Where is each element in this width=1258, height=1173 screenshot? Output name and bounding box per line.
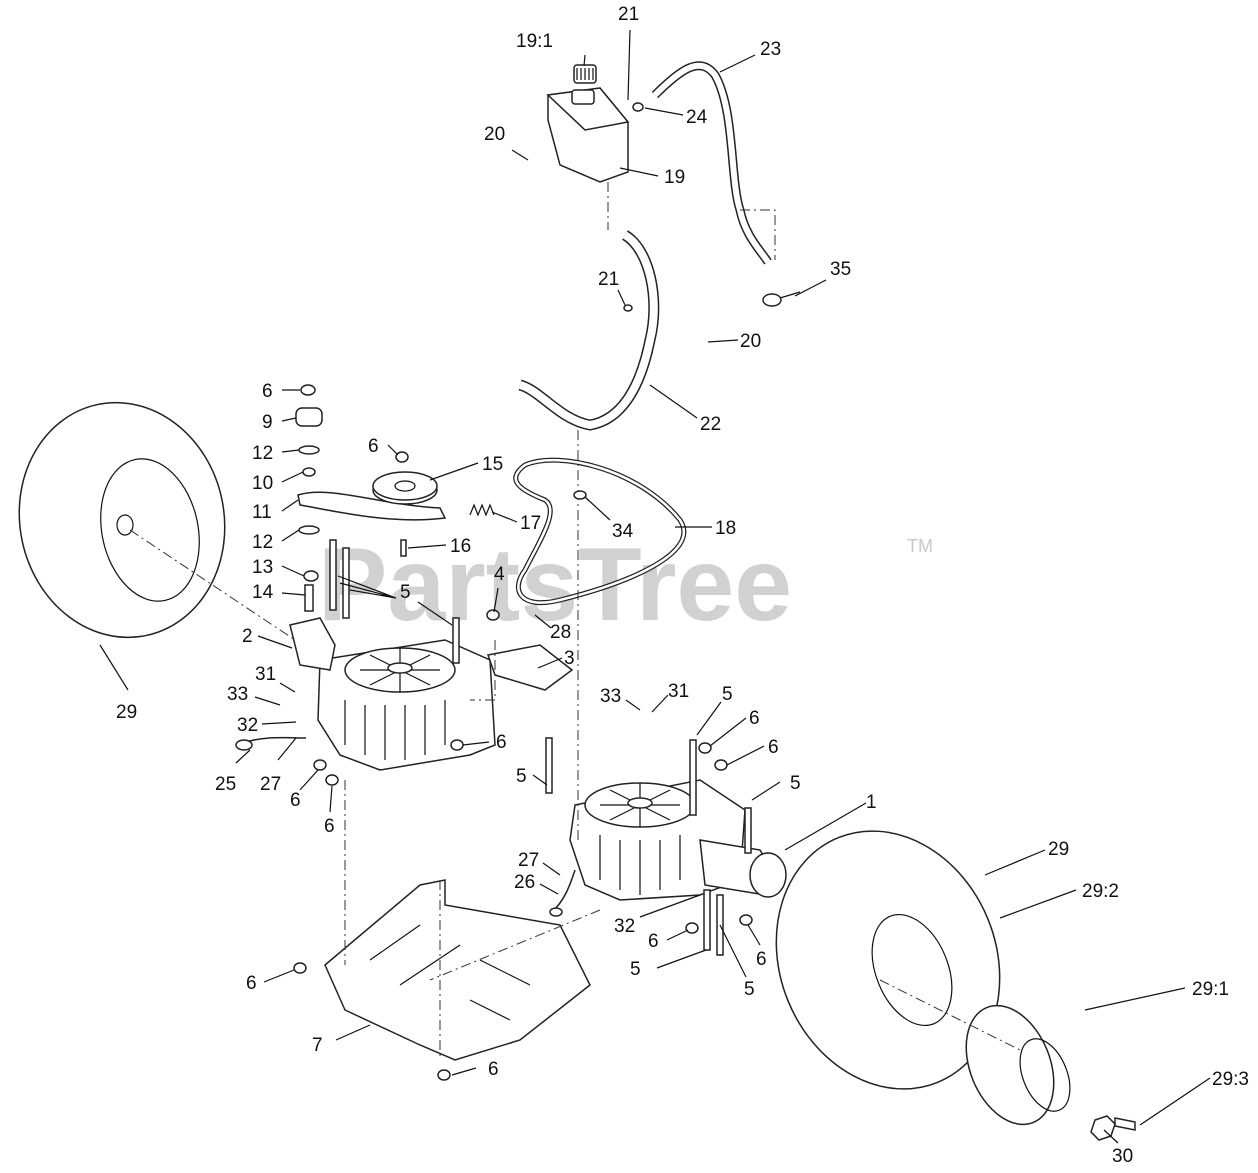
callout-19-1: 19:1: [516, 31, 553, 52]
callout-6: 6: [768, 737, 779, 758]
callout-19: 19: [664, 167, 685, 188]
callout-6: 6: [246, 973, 257, 994]
callout-14: 14: [252, 582, 274, 603]
callout-24: 24: [686, 107, 708, 128]
callout-33: 33: [227, 684, 248, 705]
callout-10: 10: [252, 473, 273, 494]
callout-16: 16: [450, 536, 471, 557]
callout-20-lower: 20: [740, 331, 761, 352]
callout-17: 17: [520, 513, 541, 534]
axle-hub-left[interactable]: [289, 617, 336, 671]
watermark-tm: TM: [907, 536, 933, 556]
callout-6: 6: [368, 436, 379, 457]
wheel-right-rim[interactable]: [950, 993, 1080, 1138]
callout-11: 11: [252, 502, 272, 523]
callout-2: 2: [242, 626, 253, 647]
callout-27: 27: [260, 774, 281, 795]
callout-6: 6: [648, 931, 659, 952]
reservoir-cap[interactable]: [573, 64, 597, 84]
valve-stem[interactable]: [1114, 1117, 1136, 1131]
nuts[interactable]: [293, 102, 753, 1081]
callout-21: 21: [618, 4, 639, 25]
callout-29-1: 29:1: [1192, 979, 1229, 1000]
callout-18: 18: [715, 518, 736, 539]
hose-clip-35[interactable]: [762, 291, 801, 307]
callout-6: 6: [756, 949, 767, 970]
callouts: 19:1 21 23 24 20 19 35 21 20 22 6 9 12 6…: [116, 4, 1249, 1167]
callout-4: 4: [494, 564, 505, 585]
axle-hub-right[interactable]: [749, 852, 787, 898]
callout-13: 13: [252, 557, 273, 578]
callout-5: 5: [400, 582, 411, 603]
rods[interactable]: [235, 736, 576, 917]
leader-lines: [99, 29, 1211, 1144]
callout-1: 1: [866, 792, 877, 813]
callout-6: 6: [749, 708, 760, 729]
callout-7: 7: [312, 1035, 323, 1056]
callout-6: 6: [262, 381, 273, 402]
callout-29: 29: [116, 702, 137, 723]
transmission-left[interactable]: [317, 639, 496, 771]
callout-30: 30: [1112, 1146, 1133, 1167]
callout-21-lower: 21: [598, 269, 619, 290]
callout-15: 15: [482, 454, 503, 475]
callout-31: 31: [255, 664, 276, 685]
callout-20: 20: [484, 124, 505, 145]
callout-12: 12: [252, 532, 273, 553]
idler-arm[interactable]: [297, 491, 447, 521]
callout-6: 6: [488, 1059, 499, 1080]
callout-6: 6: [496, 732, 507, 753]
watermark-text: PartsTree: [318, 527, 792, 643]
callout-33: 33: [600, 686, 621, 707]
callout-29-3: 29:3: [1212, 1069, 1249, 1090]
callout-32: 32: [614, 916, 635, 937]
callout-9: 9: [262, 412, 273, 433]
callout-31: 31: [668, 681, 689, 702]
callout-32: 32: [237, 715, 258, 736]
callout-12: 12: [252, 443, 273, 464]
callout-5: 5: [722, 684, 733, 705]
callout-5: 5: [744, 979, 755, 1000]
wheel-left[interactable]: [0, 383, 246, 656]
wheel-right-tire[interactable]: [738, 797, 1037, 1123]
callout-35: 35: [830, 259, 851, 280]
callout-26: 26: [514, 872, 535, 893]
skid-plate[interactable]: [324, 879, 591, 1061]
callout-23: 23: [760, 39, 781, 60]
callout-5: 5: [630, 959, 641, 980]
callout-34: 34: [612, 521, 634, 542]
callout-25: 25: [215, 774, 236, 795]
callout-29: 29: [1048, 839, 1069, 860]
callout-6: 6: [290, 790, 301, 811]
callout-5: 5: [790, 773, 801, 794]
idler-pulley[interactable]: [372, 471, 438, 505]
callout-27: 27: [518, 850, 539, 871]
callout-3: 3: [564, 648, 575, 669]
callout-22: 22: [700, 414, 721, 435]
callout-28: 28: [550, 622, 571, 643]
callout-6: 6: [324, 816, 335, 837]
mount-plate[interactable]: [487, 644, 574, 691]
reservoir-tank[interactable]: [546, 87, 630, 183]
idler-spring[interactable]: [469, 503, 495, 517]
callout-29-2: 29:2: [1082, 881, 1119, 902]
callout-5: 5: [516, 766, 527, 787]
